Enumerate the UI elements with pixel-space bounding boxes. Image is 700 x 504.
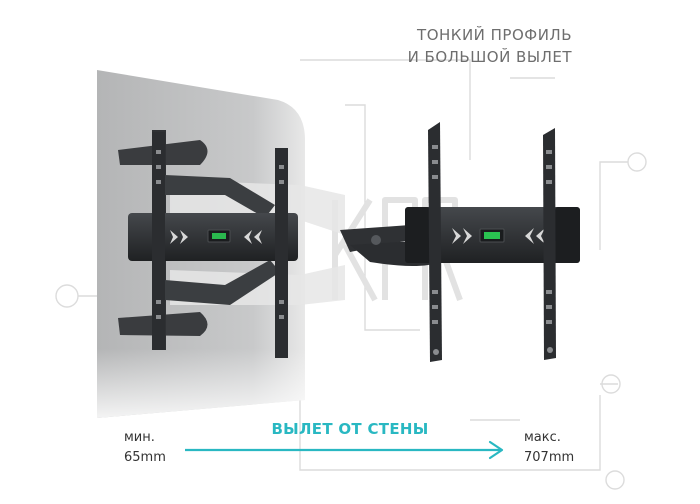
- retracted-mount: [118, 130, 345, 358]
- min-value: 65mm: [124, 450, 166, 465]
- headline: ТОНКИЙ ПРОФИЛЬ И БОЛЬШОЙ ВЫЛЕТ: [408, 24, 572, 68]
- headline-line-1: ТОНКИЙ ПРОФИЛЬ: [417, 26, 572, 44]
- max-label: макс.: [524, 430, 561, 445]
- min-extension: мин. 65mm: [124, 428, 166, 468]
- extended-mount: [340, 122, 580, 362]
- max-value: 707mm: [524, 450, 575, 465]
- max-extension: макс. 707mm: [524, 428, 574, 468]
- extension-arrow: [185, 440, 504, 460]
- min-label: мин.: [124, 430, 155, 445]
- headline-line-2: И БОЛЬШОЙ ВЫЛЕТ: [407, 48, 572, 66]
- extension-label: ВЫЛЕТ ОТ СТЕНЫ: [271, 420, 429, 438]
